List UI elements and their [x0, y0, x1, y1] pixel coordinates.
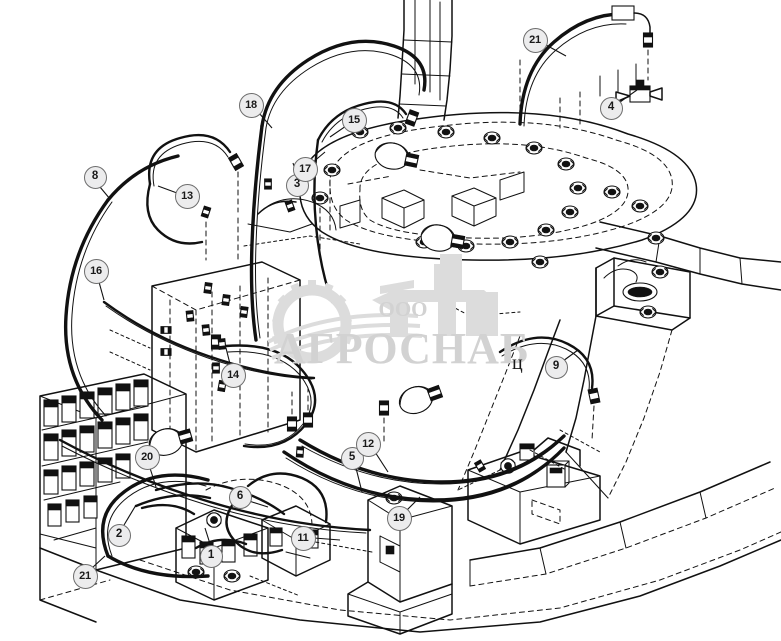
callout-balloon-9[interactable]: 9 — [544, 355, 568, 379]
callout-balloon-11[interactable]: 11 — [290, 525, 316, 551]
callout-balloon-20[interactable]: 20 — [134, 444, 160, 470]
callout-balloon-4[interactable]: 4 — [599, 96, 623, 120]
callout-balloon-19[interactable]: 19 — [386, 505, 412, 531]
callout-balloon-21[interactable]: 21 — [522, 27, 548, 53]
callout-balloon-8[interactable]: 8 — [83, 165, 107, 189]
callout-balloon-6[interactable]: 6 — [228, 485, 252, 509]
callout-balloon-21[interactable]: 21 — [72, 563, 98, 589]
callout-balloon-18[interactable]: 18 — [238, 92, 264, 118]
callout-balloon-17[interactable]: 17 — [292, 156, 318, 182]
callout-balloon-15[interactable]: 15 — [341, 107, 367, 133]
callout-balloon-1[interactable]: 1 — [199, 544, 223, 568]
callout-balloon-2[interactable]: 2 — [107, 523, 131, 547]
stray-glyph: ц — [512, 352, 523, 374]
callout-balloon-16[interactable]: 16 — [83, 258, 109, 284]
callout-balloon-14[interactable]: 14 — [220, 362, 246, 388]
callout-balloon-13[interactable]: 13 — [174, 183, 200, 209]
callout-balloon-12[interactable]: 12 — [355, 431, 381, 457]
